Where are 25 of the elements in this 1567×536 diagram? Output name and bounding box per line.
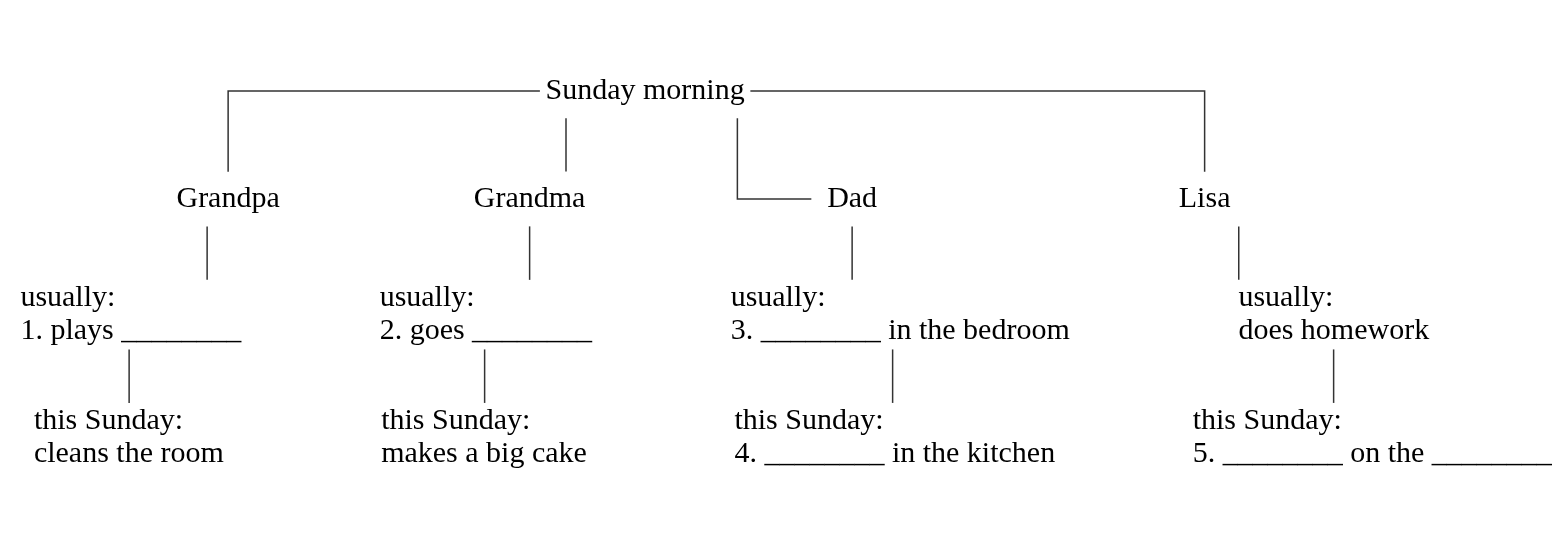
connector xyxy=(851,225,853,281)
node-text: Sunday morning xyxy=(545,71,745,105)
connector xyxy=(206,225,208,281)
node-text: usually: 2. goes ________ xyxy=(379,278,593,345)
node-text: Grandpa xyxy=(176,179,280,213)
node-text: this Sunday: makes a big cake xyxy=(381,401,587,468)
connector xyxy=(483,348,486,404)
connector xyxy=(736,117,813,200)
connector xyxy=(1332,348,1335,404)
node-text: usually: 3. ________ in the bedroom xyxy=(730,278,1070,345)
connector xyxy=(565,117,567,173)
connector xyxy=(227,90,541,173)
connector xyxy=(128,348,130,404)
connector xyxy=(528,225,531,281)
node-text: Grandma xyxy=(473,179,586,213)
node-text: this Sunday: cleans the room xyxy=(33,401,224,468)
node-text: this Sunday: 5. ________ on the ________ xyxy=(1192,401,1552,468)
node-text: usually: does homework xyxy=(1238,278,1430,345)
node-text: usually: 1. plays ________ xyxy=(20,278,242,345)
connector xyxy=(749,90,1206,173)
node-text: Lisa xyxy=(1178,179,1231,213)
node-text: Dad xyxy=(827,179,878,213)
node-text: this Sunday: 4. ________ in the kitchen xyxy=(734,401,1056,468)
connector xyxy=(891,348,894,404)
connector xyxy=(1238,225,1240,281)
